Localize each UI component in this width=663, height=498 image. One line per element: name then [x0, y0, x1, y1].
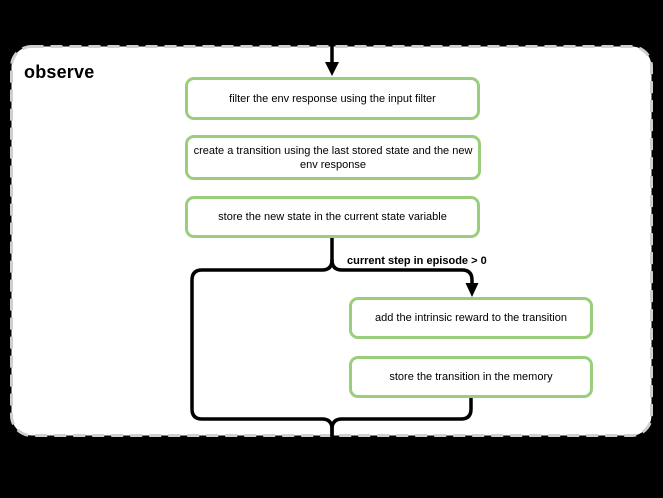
connector-branch-skip-loop: [190, 236, 334, 439]
step-label: create a transition using the last store…: [193, 144, 473, 171]
arrowhead-branch-condition: [465, 283, 479, 297]
step-filter-env-response: filter the env response using the input …: [185, 77, 480, 120]
step-label: add the intrinsic reward to the transiti…: [375, 312, 567, 324]
branch-condition-label: current step in episode > 0: [347, 255, 487, 267]
step-store-transition-memory: store the transition in the memory: [349, 356, 593, 398]
step-create-transition: create a transition using the last store…: [185, 135, 481, 180]
step-add-intrinsic-reward: add the intrinsic reward to the transiti…: [349, 297, 593, 339]
group-title: observe: [24, 62, 95, 82]
connector-branch-condition: [330, 258, 474, 286]
step-label: store the transition in the memory: [389, 371, 553, 383]
step-label: store the new state in the current state…: [218, 211, 447, 223]
arrowhead-incoming: [325, 62, 339, 76]
step-label: filter the env response using the input …: [229, 92, 436, 105]
connector-merge-out: [330, 396, 473, 442]
step-store-new-state: store the new state in the current state…: [185, 196, 480, 238]
